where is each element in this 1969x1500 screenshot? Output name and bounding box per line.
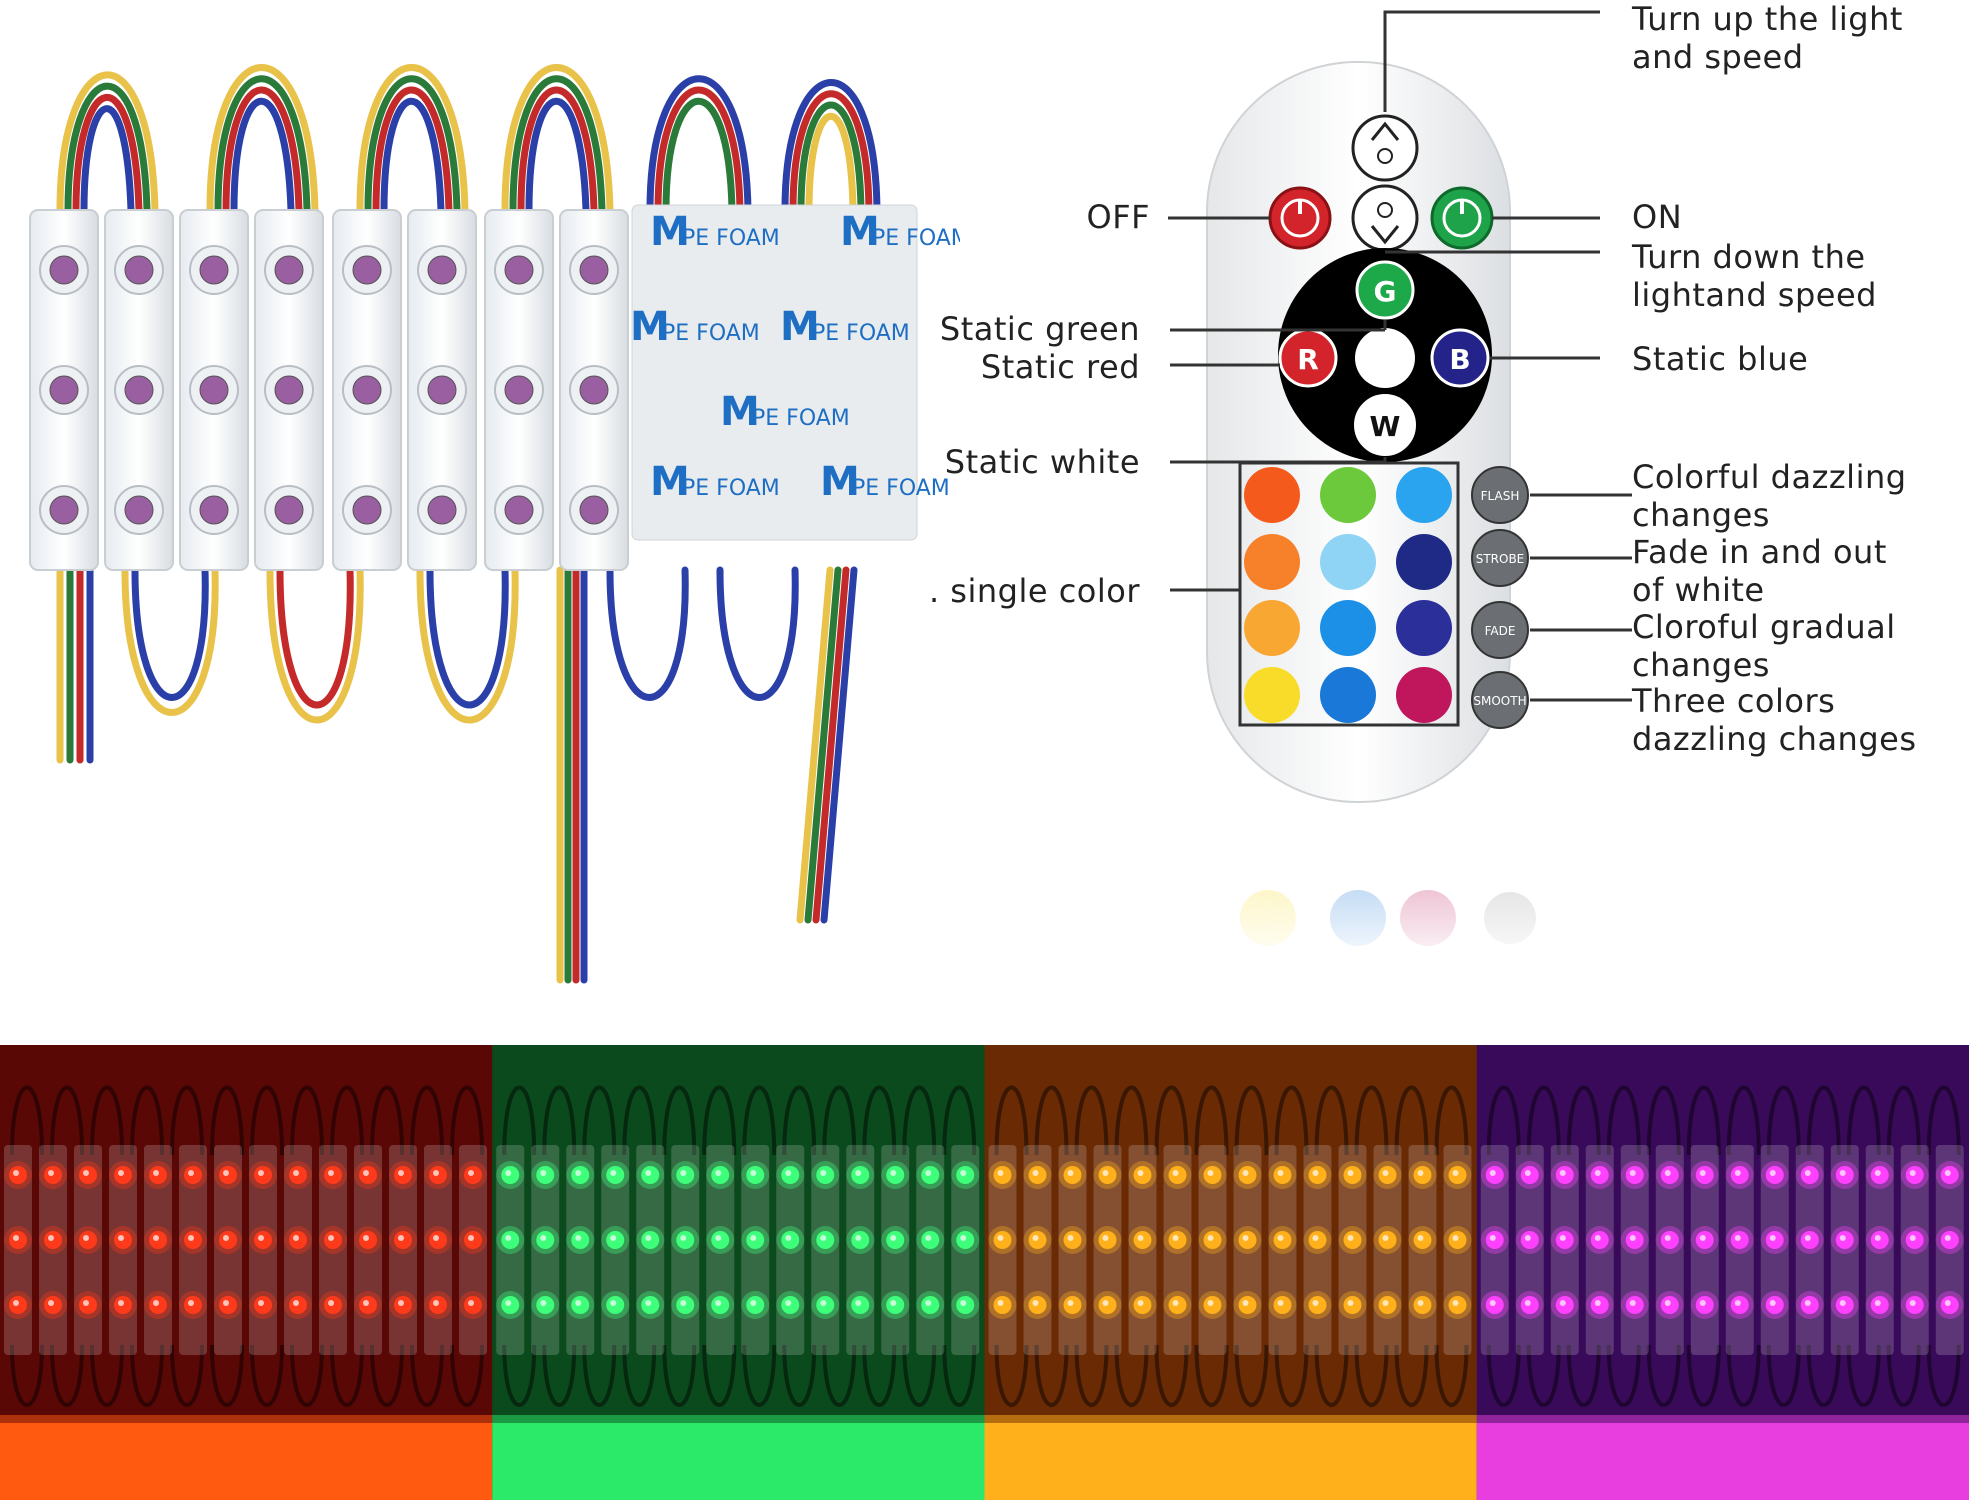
label-static-blue: Static blue xyxy=(1632,340,1809,378)
led-module xyxy=(484,209,554,571)
color-button[interactable] xyxy=(1396,667,1452,723)
mode-button-strobe[interactable]: STROBE xyxy=(1471,529,1529,587)
speed-up-button[interactable] xyxy=(1351,114,1419,182)
label-strobe-desc: Fade in and out of white xyxy=(1632,533,1887,609)
foam-letter: M xyxy=(780,304,820,350)
label-smooth-line2: dazzling changes xyxy=(1632,720,1917,758)
blue-button-letter: B xyxy=(1449,343,1470,376)
blue-button[interactable]: B xyxy=(1430,328,1490,388)
foam-letter: M xyxy=(650,209,690,255)
label-static-white: Static white xyxy=(944,443,1140,481)
label-turn-up-line2: and speed xyxy=(1632,38,1804,76)
on-button[interactable] xyxy=(1430,186,1494,250)
label-turn-up-line1: Turn up the light xyxy=(1632,0,1903,38)
label-flash-desc: Colorful dazzling changes xyxy=(1632,458,1907,534)
color-button[interactable] xyxy=(1396,467,1452,523)
remote-control: G R B W FLASH STROBE FADE SMOOTH xyxy=(1168,10,1632,970)
mode-button-label: SMOOTH xyxy=(1473,694,1526,708)
foam-letter: M xyxy=(630,304,670,350)
red-button[interactable]: R xyxy=(1278,328,1338,388)
color-button[interactable] xyxy=(1244,600,1300,656)
mode-buttons: FLASH STROBE FADE SMOOTH xyxy=(1471,466,1529,729)
color-button[interactable] xyxy=(1396,534,1452,590)
label-fade-desc: Cloroful gradual changes xyxy=(1632,608,1896,684)
label-off: OFF xyxy=(1086,198,1150,236)
foam-letter: M xyxy=(720,389,760,435)
led-module xyxy=(29,209,99,571)
led-module xyxy=(332,209,402,571)
led-module xyxy=(559,209,629,571)
label-strobe-line1: Fade in and out xyxy=(1632,533,1887,571)
label-turn-down-line1: Turn down the xyxy=(1632,238,1866,276)
label-fade-line1: Cloroful gradual xyxy=(1632,608,1896,646)
mode-button-label: FADE xyxy=(1485,624,1516,638)
speed-down-button[interactable] xyxy=(1351,184,1419,252)
label-turn-down-line2: lightand speed xyxy=(1632,276,1877,314)
foam-text: PE FOAM xyxy=(682,226,780,251)
glow-panels xyxy=(0,1045,1969,1500)
mode-button-smooth[interactable]: SMOOTH xyxy=(1471,671,1529,729)
glow-panel-red xyxy=(0,1045,494,1500)
callout-lines xyxy=(1168,10,1632,702)
led-module xyxy=(104,209,174,571)
label-flash-line1: Colorful dazzling xyxy=(1632,458,1907,496)
label-static-green: Static green xyxy=(939,310,1140,348)
mode-button-label: FLASH xyxy=(1481,489,1520,503)
color-button[interactable] xyxy=(1320,667,1376,723)
color-button[interactable] xyxy=(1320,534,1376,590)
glow-panel-green xyxy=(492,1045,986,1500)
wire-loops-bottom xyxy=(56,566,858,984)
foam-text: PE FOAM xyxy=(682,476,780,501)
label-turn-up: Turn up the light and speed xyxy=(1632,0,1903,76)
label-strobe-line2: of white xyxy=(1632,571,1765,609)
led-module xyxy=(179,209,249,571)
label-smooth-line1: Three colors xyxy=(1632,682,1836,720)
white-button[interactable]: W xyxy=(1352,392,1418,458)
led-module-row xyxy=(29,209,629,571)
label-on: ON xyxy=(1632,198,1683,236)
label-static-red: Static red xyxy=(980,348,1140,386)
label-single-color: . single color xyxy=(928,572,1140,610)
foam-text: PE FOAM xyxy=(872,226,960,251)
off-button[interactable] xyxy=(1268,186,1332,250)
mode-button-fade[interactable]: FADE xyxy=(1471,601,1529,659)
label-smooth-desc: Three colors dazzling changes xyxy=(1632,682,1917,758)
color-button[interactable] xyxy=(1244,467,1300,523)
foam-text: PE FOAM xyxy=(662,321,760,346)
foam-text: PE FOAM xyxy=(752,406,850,431)
label-fade-line2: changes xyxy=(1632,646,1770,684)
center-white-circle xyxy=(1355,328,1415,388)
mode-button-flash[interactable]: FLASH xyxy=(1471,466,1529,524)
glow-panel-purple xyxy=(1476,1045,1969,1500)
color-button[interactable] xyxy=(1244,667,1300,723)
color-grid xyxy=(1244,467,1452,723)
mode-button-label: STROBE xyxy=(1476,552,1525,566)
led-module xyxy=(407,209,477,571)
led-module xyxy=(254,209,324,571)
foam-letter: M xyxy=(840,209,880,255)
red-button-letter: R xyxy=(1297,343,1319,376)
color-button[interactable] xyxy=(1244,534,1300,590)
foam-text: PE FOAM xyxy=(812,321,910,346)
label-turn-down: Turn down the lightand speed xyxy=(1632,238,1877,314)
foam-letter: M xyxy=(820,459,860,505)
white-button-letter: W xyxy=(1370,410,1401,443)
green-button[interactable]: G xyxy=(1355,260,1415,320)
foam-text: PE FOAM xyxy=(852,476,950,501)
color-button[interactable] xyxy=(1320,467,1376,523)
green-button-letter: G xyxy=(1374,275,1397,308)
foam-letter: M xyxy=(650,459,690,505)
glow-panel-orange xyxy=(984,1045,1478,1500)
color-button[interactable] xyxy=(1396,600,1452,656)
color-button[interactable] xyxy=(1320,600,1376,656)
label-flash-line2: changes xyxy=(1632,496,1770,534)
wire-loops-top xyxy=(56,64,881,214)
